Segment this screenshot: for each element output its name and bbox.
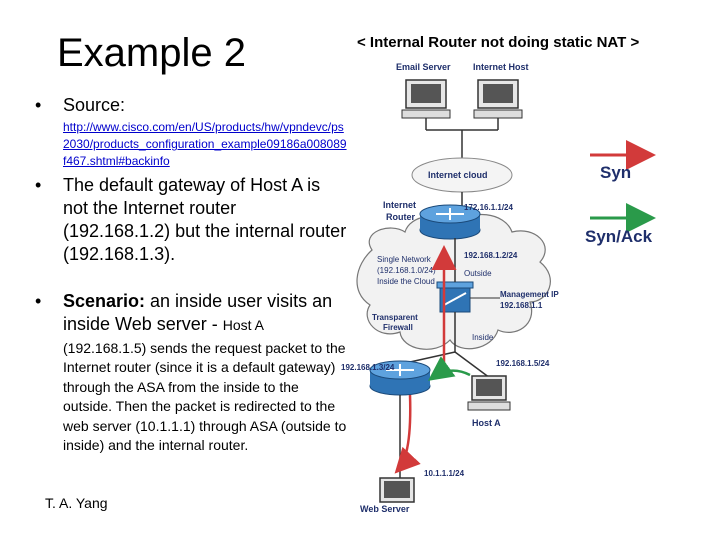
outside-label: Outside [464, 269, 492, 278]
single-network-label-1: Single Network [377, 255, 432, 264]
bullet-dot: • [35, 291, 42, 311]
single-network-label-2: (192.168.1.0/24) [377, 266, 436, 275]
author: T. A. Yang [45, 495, 108, 511]
ip-192-3-label: 192.168.1.3/24 [341, 363, 395, 372]
internet-router-label-2: Router [386, 212, 415, 222]
ip-172-label: 172.16.1.1/24 [464, 203, 513, 212]
internet-host-label: Internet Host [473, 62, 529, 72]
synack-path-arrow [427, 356, 471, 381]
scenario-text: an inside user visits an inside Web serv… [63, 291, 333, 334]
bullet-scenario: • Scenario: an inside user visits an ins… [35, 290, 348, 337]
web-server-icon [379, 477, 415, 503]
synack-legend-label: Syn/Ack [585, 227, 653, 246]
bullet-default-gateway-text: The default gateway of Host A is not the… [63, 175, 347, 264]
internet-host-icon [473, 79, 523, 119]
bullet-dot: • [35, 175, 42, 195]
syn-path-arrow-2 [394, 394, 421, 474]
source-link[interactable]: http://www.cisco.com/en/US/products/hw/v… [63, 120, 347, 168]
scenario-host: Host A [222, 317, 264, 333]
bullet-dot: • [35, 95, 42, 115]
firewall-icon [436, 281, 474, 313]
slide-title: Example 2 [57, 31, 246, 75]
internet-router-label-1: Internet [383, 200, 416, 210]
internal-router-icon [369, 360, 431, 396]
host-a-icon [467, 375, 511, 411]
email-server-label: Email Server [396, 62, 451, 72]
syn-legend-label: Syn [600, 163, 631, 182]
bullet-default-gateway: • The default gateway of Host A is not t… [35, 174, 348, 266]
source-label: Source: [63, 95, 126, 115]
transparent-label-1: Transparent [372, 313, 418, 322]
ip-192-2-label: 192.168.1.2/24 [464, 251, 518, 260]
host-a-label: Host A [472, 418, 501, 428]
email-server-icon [401, 79, 451, 119]
inside-label: Inside [472, 333, 494, 342]
transparent-label-2: Firewall [383, 323, 413, 332]
internet-router-icon [419, 204, 481, 240]
scenario-label: Scenario: [63, 291, 146, 311]
web-server-label: Web Server [360, 504, 410, 514]
scenario-detail: (192.168.1.5) sends the request packet t… [63, 340, 347, 454]
management-label-1: Management IP [500, 290, 559, 299]
ip-10-label: 10.1.1.1/24 [424, 469, 465, 478]
bullet-source: • Source: [35, 94, 126, 117]
single-network-label-3: Inside the Cloud [377, 277, 435, 286]
management-label-2: 192.168.1.1 [500, 301, 543, 310]
internet-cloud-label: Internet cloud [428, 170, 488, 180]
ip-192-5-label: 192.168.1.5/24 [496, 359, 550, 368]
diagram-heading: < Internal Router not doing static NAT > [357, 34, 639, 51]
